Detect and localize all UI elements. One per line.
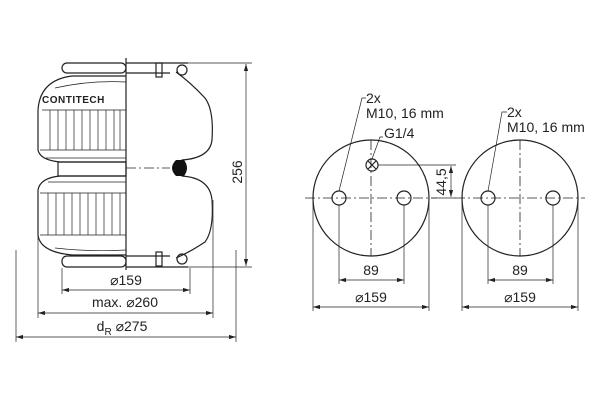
extension-lines: [312, 198, 430, 311]
leader-lines: [338, 97, 383, 192]
girdle-section: [172, 160, 187, 176]
dr-dia-label: dR ⌀275: [97, 318, 148, 338]
dia-extension-lines: [15, 200, 237, 342]
hole-spacing-label: 89: [363, 262, 379, 278]
brand-logo: CONTITECH: [42, 95, 105, 106]
leader-line: [487, 111, 507, 192]
girdle-ring: [57, 161, 127, 177]
hole-spacing-label: 89: [512, 262, 528, 278]
bead-top: [176, 64, 188, 76]
holes-spec: M10, 16 mm: [366, 105, 444, 121]
air-port-icon: [365, 158, 379, 172]
top-view-1: 2x M10, 16 mm G1/4 44,5 89 ⌀159: [305, 90, 456, 311]
lower-lobe: [37, 175, 126, 256]
bottom-plate-left: [61, 255, 127, 268]
stud-bottom: [155, 251, 163, 267]
holes-count: 2x: [366, 90, 381, 106]
extension-lines: [461, 198, 579, 311]
port-extension-lines: [378, 164, 456, 199]
holes-spec: M10, 16 mm: [507, 119, 585, 135]
upper-lobe: [37, 75, 126, 163]
dia-label: ⌀159: [504, 289, 536, 305]
port-offset-label: 44,5: [433, 168, 449, 195]
height-extension-lines: [188, 62, 252, 268]
height-dim-label: 256: [229, 160, 245, 184]
stud-top: [155, 62, 163, 78]
dia-label: ⌀159: [355, 289, 387, 305]
max-dia-label: max. ⌀260: [92, 294, 158, 310]
port-label: G1/4: [384, 125, 415, 141]
holes-count: 2x: [507, 104, 522, 120]
bead-bottom: [176, 253, 188, 265]
plate-dia-label: ⌀159: [110, 272, 142, 288]
top-view-2: 2x M10, 16 mm 89 ⌀159: [455, 104, 585, 311]
side-view: CONTITECH 256 ⌀159 max. ⌀260 dR ⌀275: [15, 58, 252, 342]
cord-lines: [40, 81, 127, 252]
top-plate-left: [61, 62, 127, 74]
